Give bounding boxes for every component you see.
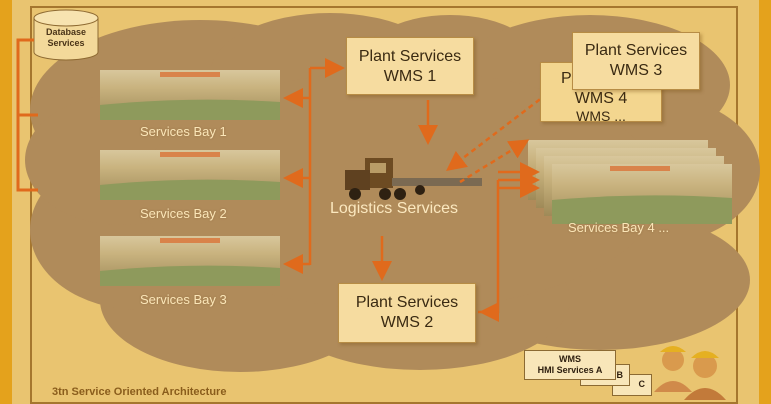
plant-services-wms3-box: Plant Services WMS 3 <box>572 32 700 90</box>
database-label-line2: Services <box>47 38 85 48</box>
wms3-line1: Plant Services <box>584 42 688 59</box>
hmi-c-label: C <box>638 379 646 389</box>
bay-2-label: Services Bay 2 <box>140 206 227 221</box>
logistics-services-label: Logistics Services <box>330 200 459 217</box>
bay-3-plate <box>100 236 280 286</box>
database-cylinder <box>33 9 99 61</box>
wms4-line2: WMS 4 <box>574 90 628 107</box>
plant-services-wms2-box: Plant Services WMS 2 <box>338 283 476 343</box>
connectors <box>283 58 564 322</box>
wms4-line1: P <box>561 70 572 87</box>
left-accent-strip <box>0 0 12 404</box>
wms2-line2: WMS 2 <box>380 314 434 331</box>
wms1-line2: WMS 1 <box>383 68 437 85</box>
wms1-line1: Plant Services <box>358 48 462 65</box>
plant-services-wms1-box: Plant Services WMS 1 <box>346 37 474 95</box>
bay-1-plate <box>100 70 280 120</box>
wms4-line3: WMS ... <box>576 108 626 124</box>
wms3-line2: WMS 3 <box>609 62 663 79</box>
operators-icon <box>654 346 726 400</box>
right-accent-strip <box>759 0 771 404</box>
bay-3-label: Services Bay 3 <box>140 292 227 307</box>
truck-icon <box>345 158 482 200</box>
hmi-line2: HMI Services A <box>537 365 603 375</box>
database-label: Database Services <box>36 27 96 49</box>
diagram-title: 3tn Service Oriented Architecture <box>52 386 227 398</box>
hmi-card-a: WMS HMI Services A <box>524 350 616 380</box>
bay-4-stack <box>528 140 732 224</box>
database-label-line1: Database <box>45 27 87 37</box>
bay-2-plate <box>100 150 280 200</box>
wms2-line1: Plant Services <box>355 294 459 311</box>
hmi-b-label: B <box>616 370 624 380</box>
bay-4-label: Services Bay 4 ... <box>568 220 670 235</box>
bay-1-label: Services Bay 1 <box>140 124 227 139</box>
hmi-line1: WMS <box>559 354 581 364</box>
